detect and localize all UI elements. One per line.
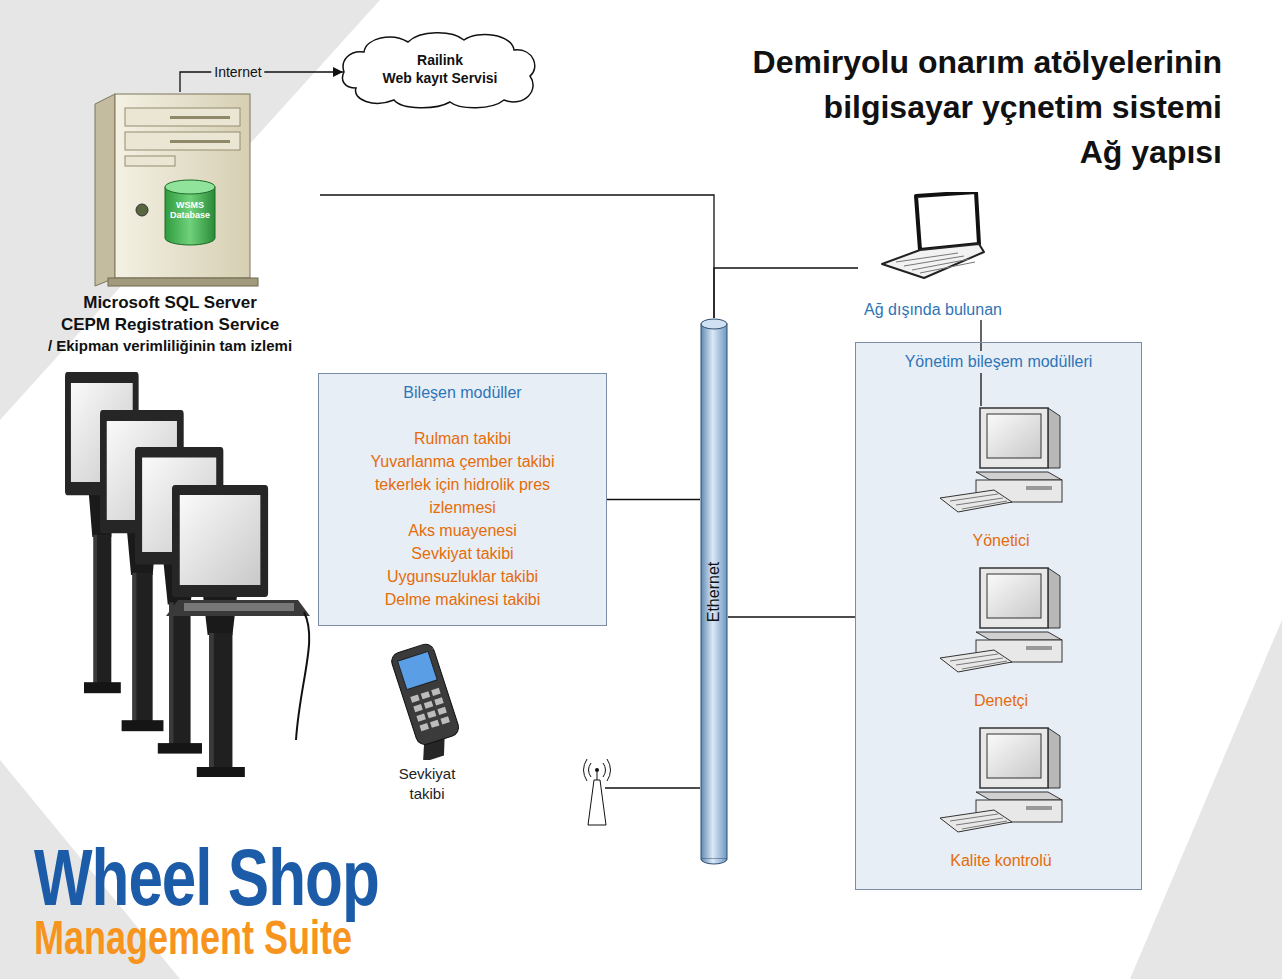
panel-fills — [318, 342, 1142, 890]
logo-text: Wheel Shop — [34, 838, 379, 917]
label-box: Management Suite — [34, 913, 352, 949]
node-text: / Ekipman verimliliğinin tam izlemi — [48, 336, 292, 356]
node-text: Kalite kontrolü — [950, 851, 1051, 871]
rect-shape — [184, 603, 294, 611]
node-picture — [858, 192, 1008, 292]
node-text: tekerlek için hidrolik pres izlenmesi — [345, 473, 580, 519]
node-picture — [372, 640, 482, 760]
database-server: WSMS DatabaseMicrosoft SQL ServerCEPM Re… — [20, 92, 320, 356]
node-text: Web kayıt Servisi — [383, 69, 498, 87]
handheld-scanner: Sevkiyat takibi — [372, 640, 482, 804]
workstation: Denetçi — [936, 566, 1066, 711]
line-shape — [597, 772, 598, 780]
use-shape — [65, 372, 139, 693]
use-shape — [135, 447, 223, 754]
network-link — [607, 499, 700, 500]
polygon-shape — [588, 780, 606, 825]
network-link — [320, 195, 714, 318]
label-box: Wheel Shop — [34, 838, 379, 900]
node-text: Aks muayenesi — [408, 519, 517, 542]
node-text: Denetçi — [974, 691, 1028, 711]
title-box: Demiryolu onarım atölyelerinin bilgisaya… — [802, 40, 1222, 175]
line-shape — [605, 787, 700, 788]
node-text: Yuvarlanma çember takibi — [370, 450, 554, 473]
workstation: Yönetici — [936, 406, 1066, 551]
node-text: Yönetici — [973, 531, 1030, 551]
node-text: Rulman takibi — [414, 427, 511, 450]
node-picture — [940, 568, 1062, 672]
node-text: Uygunsuzluklar takibi — [387, 565, 538, 588]
module-panel: Bileşen modüllerRulman takibiYuvarlanma … — [318, 373, 607, 626]
circle-shape — [595, 768, 599, 772]
node-picture — [940, 728, 1062, 832]
node-text: Delme makinesi takibi — [385, 588, 541, 611]
module-panel: Yönetim bileşem modülleriYöneticiDenetçi… — [855, 342, 1142, 890]
node-picture — [343, 33, 535, 108]
node-picture — [940, 408, 1062, 512]
node-text: Microsoft SQL Server — [83, 292, 257, 314]
network-link — [728, 616, 855, 617]
node-picture — [882, 192, 984, 278]
path-shape — [296, 612, 309, 740]
node-text: WSMS Database — [167, 200, 213, 220]
node-text: CEPM Registration Service — [61, 314, 279, 336]
use-shape — [100, 410, 184, 731]
node-picture — [936, 726, 1066, 841]
node-picture — [388, 642, 465, 762]
link-label: Internet — [211, 64, 264, 81]
panel-fill — [855, 342, 1142, 890]
node-text: Sevkiyat takibi — [411, 542, 513, 565]
laptop-client: Ağ dışında bulunan — [858, 192, 1008, 320]
g-shape — [180, 72, 981, 617]
link-label-box: Internet — [211, 64, 264, 81]
polygon-shape — [166, 600, 310, 616]
cloud-service: RailinkWeb kayıt Servisi — [340, 30, 540, 110]
antenna-symbol — [584, 759, 701, 825]
node-text: Ağ dışında bulunan — [864, 300, 1002, 320]
panel-fill — [318, 373, 607, 626]
node-picture — [936, 406, 1066, 521]
node-picture — [936, 566, 1066, 681]
ethernet-bus: Ethernet — [700, 318, 728, 865]
node-picture — [701, 319, 727, 864]
network-link — [714, 268, 858, 318]
use-shape — [172, 485, 268, 777]
node-text: Bileşen modüller — [399, 382, 525, 404]
node-picture — [95, 94, 258, 286]
node-text: Railink — [417, 51, 463, 69]
kiosk-terminals — [65, 372, 310, 777]
node-text: Ethernet — [705, 561, 723, 621]
node-text: Sevkiyat takibi — [391, 764, 463, 804]
node-text: Yönetim bileşem modülleri — [901, 351, 1097, 373]
diagram-title: Demiryolu onarım atölyelerinin bilgisaya… — [802, 40, 1222, 175]
workstation: Kalite kontrolü — [936, 726, 1066, 871]
path-shape — [584, 759, 611, 781]
node-picture — [20, 92, 320, 292]
logo-text: Management Suite — [34, 913, 352, 962]
